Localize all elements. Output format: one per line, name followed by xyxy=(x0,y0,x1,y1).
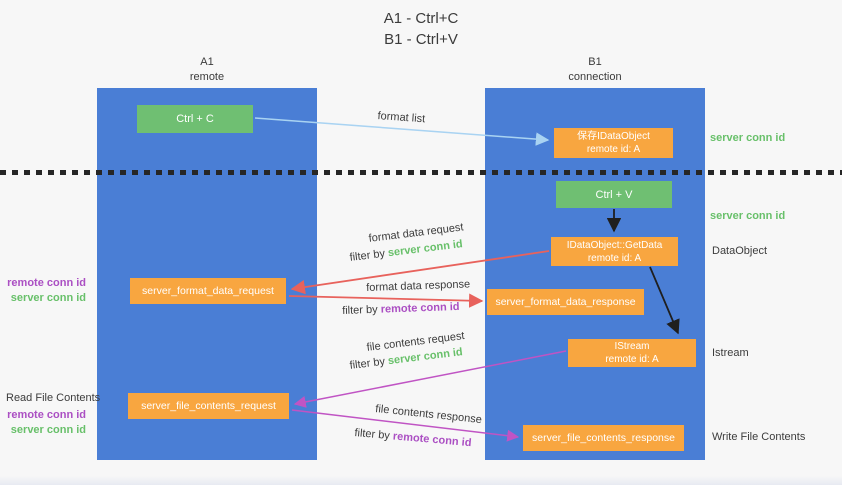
filter-by-text: filter by xyxy=(342,303,378,317)
node-server-format-data-response: server_format_data_response xyxy=(487,289,644,315)
label-write-file-contents: Write File Contents xyxy=(712,431,806,443)
title-line-1: A1 - Ctrl+C xyxy=(383,10,459,27)
left-conn-id-group-bottom: remote conn id server conn id xyxy=(6,408,86,438)
node-save-idataobject: 保存IDataObject remote id: A xyxy=(554,128,673,158)
node-idataobject-getdata: IDataObject::GetData remote id: A xyxy=(551,237,678,266)
node-istream-line2: remote id: A xyxy=(605,354,659,365)
node-istream-line1: IStream xyxy=(614,341,650,352)
lifeline-header-a1: A1 remote xyxy=(97,55,317,85)
format-data-response-arrow xyxy=(288,293,484,308)
node-server-file-contents-request: server_file_contents_request xyxy=(128,393,289,419)
node-istream: IStream remote id: A xyxy=(568,339,696,367)
node-ctrl-v: Ctrl + V xyxy=(556,181,672,208)
window-bottom-edge xyxy=(0,476,842,485)
lifeline-header-b1: B1 connection xyxy=(485,55,705,85)
phase-separator-dotted-line xyxy=(0,170,842,175)
left-conn-id-group-top: remote conn id server conn id xyxy=(6,276,86,306)
lifeline-a1-name: A1 xyxy=(200,56,214,68)
label-remote-conn-id-left-top: remote conn id xyxy=(7,277,86,289)
node-server-file-contents-response: server_file_contents_response xyxy=(523,425,684,451)
getdata-to-istream-arrow xyxy=(649,266,680,335)
label-dataobject: DataObject xyxy=(712,245,768,257)
node-idataobject-getdata-line2: remote id: A xyxy=(587,252,642,264)
label-server-conn-id-left-bottom: server conn id xyxy=(10,424,86,436)
label-server-conn-id-right-top: server conn id xyxy=(710,132,786,144)
node-save-idataobject-line1: 保存IDataObject xyxy=(577,131,650,142)
lifeline-b1-role: connection xyxy=(568,71,622,83)
node-server-file-contents-response-label: server_file_contents_response xyxy=(531,432,675,444)
node-ctrl-c: Ctrl + C xyxy=(137,105,253,133)
file-contents-response-arrow xyxy=(291,409,520,442)
node-server-format-data-request: server_format_data_request xyxy=(130,278,286,304)
node-ctrl-c-label: Ctrl + C xyxy=(176,113,214,125)
node-idataobject-getdata-line1: IDataObject::GetData xyxy=(566,239,663,251)
file-contents-request-arrow xyxy=(293,350,567,408)
label-server-conn-id-left-top: server conn id xyxy=(10,292,86,304)
lifeline-b1-name: B1 xyxy=(588,56,602,68)
label-remote-conn-id-left-bottom: remote conn id xyxy=(7,409,86,421)
node-ctrl-v-label: Ctrl + V xyxy=(595,188,633,201)
title-line-2: B1 - Ctrl+V xyxy=(384,31,458,48)
format-data-request-arrow xyxy=(290,250,550,295)
label-server-conn-id-right-mid: server conn id xyxy=(710,210,786,222)
label-istream: Istream xyxy=(712,347,749,359)
diagram-title: A1 - Ctrl+C B1 - Ctrl+V xyxy=(0,8,842,50)
node-server-file-contents-request-label: server_file_contents_request xyxy=(141,400,276,412)
node-save-idataobject-line2: remote id: A xyxy=(586,144,641,155)
lifeline-a1-role: remote xyxy=(189,71,225,83)
node-server-format-data-request-label: server_format_data_request xyxy=(142,285,274,297)
format-list-arrow xyxy=(254,117,550,146)
node-server-format-data-response-label: server_format_data_response xyxy=(495,296,636,308)
label-read-file-contents: Read File Contents xyxy=(6,392,101,404)
